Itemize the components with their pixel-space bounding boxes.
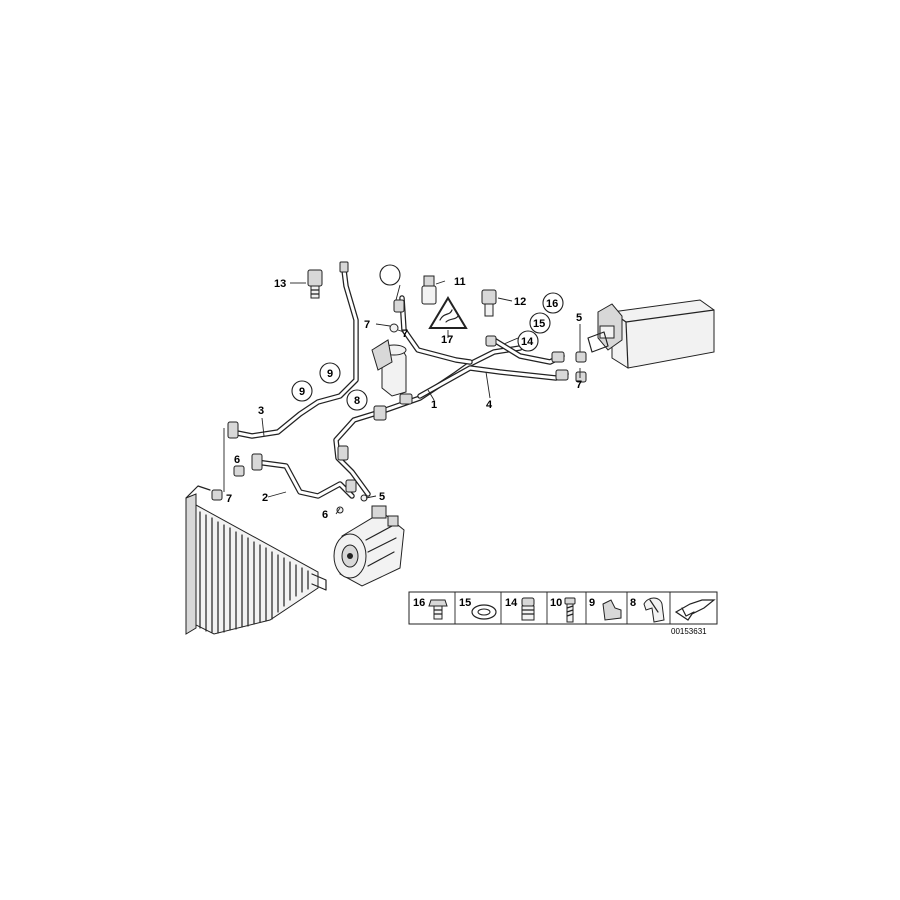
callout-14-circled: 14 [521, 336, 534, 348]
callout-7-center: 7 [364, 319, 370, 331]
legend-bracket-icon [643, 597, 665, 623]
legend-clip-icon [602, 599, 622, 621]
legend-15-label: 15 [459, 597, 471, 609]
ac-compressor [333, 505, 405, 587]
service-valve-12 [481, 289, 497, 317]
legend-screw-icon [564, 597, 576, 623]
parts-legend: 16 15 14 10 9 8 [408, 591, 718, 636]
callout-7-left: 7 [226, 493, 232, 505]
callout-13: 13 [274, 278, 286, 290]
callout-4: 4 [486, 399, 493, 411]
callout-9-circled-right: 9 [327, 368, 333, 380]
diagram-code: 00153631 [671, 627, 707, 636]
callout-1: 1 [431, 399, 437, 411]
pressure-switch-11 [421, 275, 437, 305]
callout-5-upper: 5 [576, 312, 582, 324]
arrow-icon [674, 599, 716, 621]
refrigerant-pipes [211, 261, 587, 514]
pressure-sensor-13 [307, 269, 323, 299]
callout-12: 12 [514, 296, 526, 308]
callout-9-circled-left: 9 [299, 386, 305, 398]
callout-17: 17 [441, 334, 453, 346]
callout-7-center-right: 7 [402, 328, 408, 340]
legend-valve-cap-icon [521, 597, 535, 621]
legend-9-label: 9 [589, 597, 595, 609]
callout-3: 3 [258, 405, 264, 417]
condenser [185, 485, 327, 635]
callout-5-lower: 5 [379, 491, 385, 503]
callout-15-circled: 15 [533, 318, 545, 330]
callout-11: 11 [454, 276, 466, 288]
callout-7-right: 7 [576, 379, 582, 391]
callout-6-lower: 6 [322, 509, 328, 521]
callout-6-left: 6 [234, 454, 240, 466]
callout-8-circled: 8 [354, 395, 360, 407]
legend-10-label: 10 [550, 597, 562, 609]
callout-2: 2 [262, 492, 268, 504]
legend-8-label: 8 [630, 597, 636, 609]
legend-16-label: 16 [413, 597, 425, 609]
legend-bolt-icon [428, 599, 448, 620]
evaporator-unit [587, 299, 715, 369]
circled-callouts: 16 15 14 9 9 8 [291, 264, 564, 411]
legend-14-label: 14 [505, 597, 518, 609]
warning-label-17 [428, 296, 468, 329]
callout-16-circled: 16 [546, 298, 558, 310]
legend-seal-ring-icon [471, 604, 497, 620]
leader-lines [223, 280, 581, 515]
